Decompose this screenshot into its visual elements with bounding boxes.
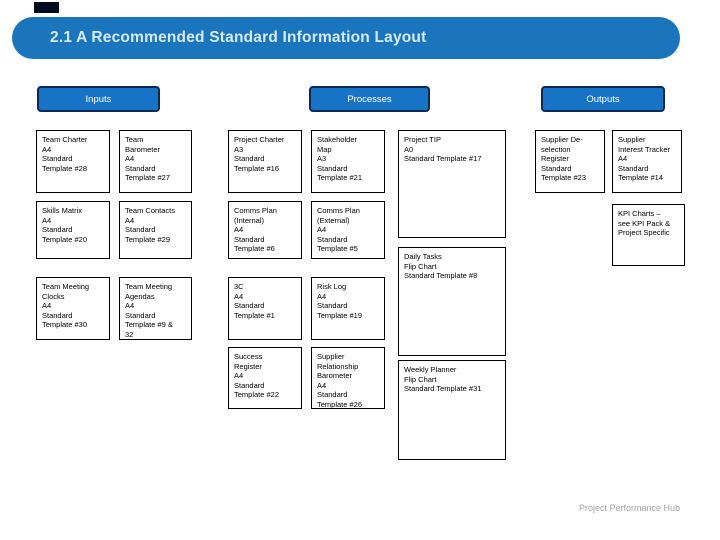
box-team-barometer: Team Barometer A4 Standard Template #27 bbox=[119, 130, 192, 193]
box-skills-matrix: Skills Matrix A4 Standard Template #20 bbox=[36, 201, 110, 259]
box-team-meeting-agendas: Team Meeting Agendas A4 Standard Templat… bbox=[119, 277, 192, 340]
box-weekly-planner: Weekly Planner Flip Chart Standard Templ… bbox=[398, 360, 506, 460]
box-team-charter: Team Charter A4 Standard Template #28 bbox=[36, 130, 110, 193]
box-project-tip: Project TIP A0 Standard Template #17 bbox=[398, 130, 506, 238]
box-supplier-deselection-register: Supplier De- selection Register Standard… bbox=[535, 130, 605, 193]
inputs-header-button[interactable]: Inputs bbox=[37, 86, 160, 112]
page-title: 2.1 A Recommended Standard Information L… bbox=[50, 29, 427, 46]
corner-mark bbox=[34, 2, 59, 13]
processes-header-button[interactable]: Processes bbox=[309, 86, 430, 112]
box-supplier-relationship-barometer: Supplier Relationship Barometer A4 Stand… bbox=[311, 347, 385, 409]
box-kpi-charts: KPI Charts – see KPI Pack & Project Spec… bbox=[612, 204, 685, 266]
box-daily-tasks: Daily Tasks Flip Chart Standard Template… bbox=[398, 247, 506, 356]
box-comms-plan-external: Comms Plan (External) A4 Standard Templa… bbox=[311, 201, 385, 259]
outputs-header-button[interactable]: Outputs bbox=[541, 86, 665, 112]
footer-text: Project Performance Hub bbox=[578, 503, 680, 513]
box-risk-log: Risk Log A4 Standard Template #19 bbox=[311, 277, 385, 340]
box-comms-plan-internal: Comms Plan (Internal) A4 Standard Templa… bbox=[228, 201, 302, 259]
box-3c: 3C A4 Standard Template #1 bbox=[228, 277, 302, 340]
box-success-register: Success Register A4 Standard Template #2… bbox=[228, 347, 302, 409]
box-team-contacts: Team Contacts A4 Standard Template #29 bbox=[119, 201, 192, 259]
title-bar: 2.1 A Recommended Standard Information L… bbox=[12, 17, 680, 59]
box-stakeholder-map: Stakeholder Map A3 Standard Template #21 bbox=[311, 130, 385, 193]
box-supplier-interest-tracker: Supplier Interest Tracker A4 Standard Te… bbox=[612, 130, 682, 193]
box-project-charter: Project Charter A3 Standard Template #16 bbox=[228, 130, 302, 193]
box-team-meeting-clocks: Team Meeting Clocks A4 Standard Template… bbox=[36, 277, 110, 340]
